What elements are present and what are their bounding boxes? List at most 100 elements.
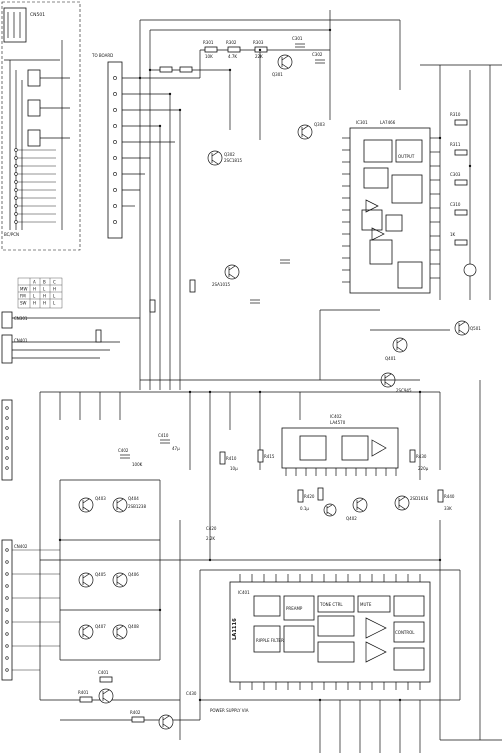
ic-bottom: LA1116 IC401 PREAMP TONE CTRL MUTE CONTR… bbox=[229, 574, 431, 690]
switch-truth-table: A B C MW H L H FM L H L SW H H L bbox=[17, 277, 63, 309]
capacitor-label: C402 bbox=[118, 448, 129, 453]
connector-label: CN301 bbox=[14, 316, 28, 321]
transistor-symbol: Q301 bbox=[272, 54, 293, 77]
capacitor-label: C401 bbox=[98, 670, 109, 675]
table-cell: H bbox=[33, 287, 36, 292]
resistor-label: R420 bbox=[304, 494, 315, 499]
table-header: C bbox=[53, 280, 56, 285]
table-cell: H bbox=[33, 301, 36, 306]
part-code: 2SD1616 bbox=[410, 496, 429, 501]
transistor-label: Q408 bbox=[128, 624, 139, 629]
transistor-label: Q302 bbox=[224, 152, 235, 157]
ic-block-label: MUTE bbox=[360, 602, 372, 607]
left-connector-block: CN501 bbox=[1, 1, 81, 251]
main-bus bbox=[39, 391, 441, 700]
connector-block-label: BC/PCN bbox=[4, 232, 19, 237]
connector-label: CN501 bbox=[30, 12, 45, 18]
connector-pin-column bbox=[14, 148, 18, 224]
resistor-label: R401 bbox=[78, 690, 89, 695]
capacitor-label: C430 bbox=[186, 691, 197, 696]
ic-middle: IC402 LA4570 bbox=[281, 414, 399, 476]
transistor-label: Q406 bbox=[128, 572, 139, 577]
top-connector-strip: TO BOARD bbox=[91, 53, 123, 239]
resistor-label: R303 bbox=[253, 40, 264, 45]
resistor-label: R440 bbox=[444, 494, 455, 499]
table-cell: MW bbox=[20, 287, 27, 292]
value-label: 100K bbox=[132, 462, 143, 467]
ic-block-label: RIPPLE FILTER bbox=[256, 638, 284, 643]
capacitor-label: C301 bbox=[292, 36, 303, 41]
transistor-symbol: 2SD1616 bbox=[394, 495, 429, 511]
part-code: 2SA1015 bbox=[212, 282, 231, 287]
ic-block-label: TONE CTRL bbox=[319, 602, 343, 607]
ic-ref: IC301 bbox=[356, 120, 368, 125]
ic-ref: IC401 bbox=[238, 590, 250, 595]
ic-block-label: PREAMP bbox=[286, 606, 303, 611]
top-connector-label: TO BOARD bbox=[91, 53, 113, 58]
transistor-symbol: 2SC945 bbox=[380, 372, 412, 393]
transistor-symbol: Q302 2SC1815 bbox=[207, 150, 243, 166]
connector-label: CN402 bbox=[14, 544, 28, 549]
table-cell: L bbox=[53, 294, 56, 299]
capacitor-label: C420 bbox=[206, 526, 217, 531]
capacitor-label: C302 bbox=[312, 52, 323, 57]
part-code: 2SB1238 bbox=[128, 504, 146, 509]
transistor-symbol: Q401 bbox=[385, 337, 408, 361]
table-cell: L bbox=[43, 287, 46, 292]
middle-passives: R410 R415 R420 R430 R440 C402 C410 100K … bbox=[118, 433, 455, 713]
table-cell: H bbox=[53, 287, 56, 292]
table-header: A bbox=[33, 280, 36, 285]
ic-top-right: IC301 LA7466 OUTPUT bbox=[342, 120, 440, 294]
ic-block-label: CONTROL bbox=[395, 630, 415, 635]
transistor-label: Q405 bbox=[95, 572, 106, 577]
table-cell: L bbox=[33, 294, 36, 299]
value-label: 4.7K bbox=[228, 54, 237, 59]
transistor-symbol: Q402 bbox=[346, 497, 368, 521]
transistor-symbol: 2SA1015 bbox=[212, 264, 240, 287]
transistor-label: Q303 bbox=[314, 122, 325, 127]
table-header: B bbox=[43, 280, 46, 285]
transistor-symbol bbox=[158, 714, 174, 730]
transistor-label: Q402 bbox=[346, 516, 357, 521]
transistor-array: Q403 Q404 Q405 Q406 Q407 Q408 2SB1238 bbox=[59, 479, 161, 661]
upper-mid-passives bbox=[95, 259, 450, 381]
ic-name: LA4570 bbox=[330, 420, 346, 425]
transistor-symbol bbox=[323, 503, 337, 517]
transistor-symbol: Q303 bbox=[297, 122, 325, 140]
resistor-label: R311 bbox=[450, 142, 461, 147]
capacitor-label: C303 bbox=[450, 172, 461, 177]
resistor-label: R302 bbox=[226, 40, 237, 45]
table-cell: SW bbox=[20, 301, 27, 306]
table-cell: H bbox=[43, 301, 46, 306]
resistor-label: R402 bbox=[130, 710, 141, 715]
value-label: 33K bbox=[444, 506, 452, 511]
resistor-label: R415 bbox=[264, 454, 275, 459]
transistor-label: Q301 bbox=[272, 72, 283, 77]
bottom-note: POWER SUPPLY VIA bbox=[210, 708, 249, 713]
bottom-wiring: R401 R402 C401 bbox=[40, 380, 502, 753]
capacitor-label: C310 bbox=[450, 202, 461, 207]
transistor-label: Q404 bbox=[128, 496, 139, 501]
capacitor-label: C410 bbox=[158, 433, 169, 438]
resistor-label: R430 bbox=[416, 454, 427, 459]
value-label: 10K bbox=[205, 54, 213, 59]
left-bottom-connectors: CN402 bbox=[1, 399, 60, 681]
table-cell: FM bbox=[20, 294, 26, 299]
top-passives: R301 R302 R303 10K 4.7K 22K C301 C302 bbox=[159, 36, 325, 73]
transistor-label: Q407 bbox=[95, 624, 106, 629]
transistor-label: Q401 bbox=[385, 356, 396, 361]
part-code: 2SC945 bbox=[396, 388, 412, 393]
table-cell: L bbox=[53, 301, 56, 306]
connector-label: CN401 bbox=[14, 338, 28, 343]
value-label: 2.2K bbox=[206, 536, 215, 541]
ic-name: LA1116 bbox=[232, 618, 238, 640]
table-cell: H bbox=[43, 294, 46, 299]
value-label: 1K bbox=[450, 232, 456, 237]
value-label: 47µ bbox=[172, 446, 180, 451]
left-mid-connectors: CN301 CN401 bbox=[1, 311, 140, 364]
ic-name: LA7466 bbox=[380, 120, 396, 125]
value-label: 220µ bbox=[418, 466, 429, 471]
resistor-label: R310 bbox=[450, 112, 461, 117]
part-code: 2SC1815 bbox=[224, 158, 243, 163]
